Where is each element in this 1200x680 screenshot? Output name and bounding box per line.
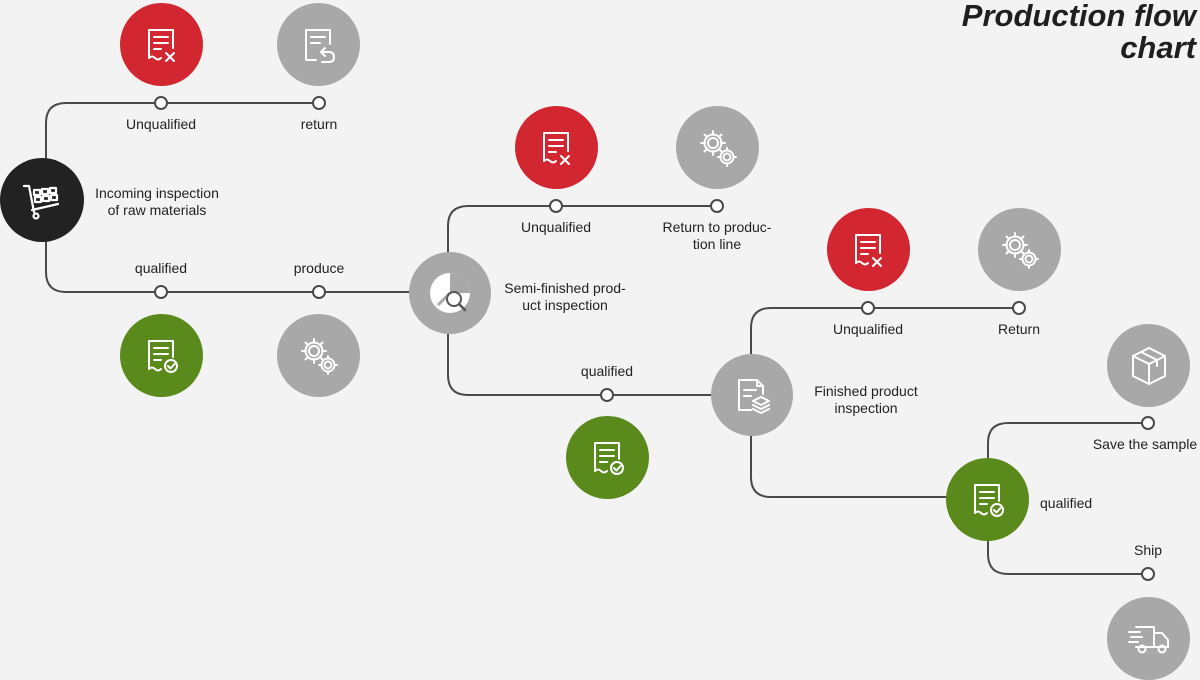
gears-icon [300,337,338,375]
save-sample-dot [1141,416,1155,430]
stage2-return-label-line1: Return to produc- [662,219,772,235]
stage3-return-label: Return [997,321,1041,337]
stage2-qualified-label: qualified [580,363,634,379]
page-title: Production flow chart [962,0,1196,64]
stage3-unqualified-branch [750,307,1020,354]
stage3-qualified-branch [750,435,948,498]
stage1-qualified-node [120,314,203,397]
semi-finished-inspection-node [409,252,491,334]
ship-node [1107,597,1190,680]
stage1-return-node [277,3,360,86]
stage1-return-dot [312,96,326,110]
save-sample-label: Save the sample [1092,436,1198,452]
stage3-return-node [978,208,1061,291]
delivery-truck-icon [1127,625,1169,653]
page-title-line1: Production flow [961,0,1196,33]
stage1-unqualified-branch [45,102,320,160]
stage2-unqualified-dot [549,199,563,213]
stage1-unqualified-dot [154,96,168,110]
stage1-produce-dot [312,285,326,299]
save-sample-node [1107,324,1190,407]
incoming-inspection-label-line1: Incoming inspection [95,185,219,201]
incoming-inspection-node [0,158,84,242]
document-reject-icon [542,131,570,165]
stage1-qualified-dot [154,285,168,299]
warehouse-cart-icon [22,184,60,220]
document-check-icon [593,441,624,475]
stage2-return-label: Return to produc- tion line [652,219,782,253]
stage1-qualified-label: qualified [134,260,188,276]
stage2-return-dot [710,199,724,213]
stage2-unqualified-label: Unqualified [520,219,592,235]
document-reject-icon [854,233,882,267]
document-check-icon [973,483,1004,517]
stage1-return-label: return [300,116,338,132]
incoming-inspection-label-line2: of raw materials [107,202,207,218]
stage2-return-node [676,106,759,189]
finished-product-inspection-label: Finished product inspection [802,383,930,417]
stage3-unqualified-dot [861,301,875,315]
page-title-line2: chart [1120,30,1196,65]
incoming-inspection-label: Incoming inspection of raw materials [88,185,226,219]
package-box-icon [1131,346,1166,385]
finished-product-label-line2: inspection [834,400,898,416]
stage2-unqualified-node [515,106,598,189]
stage2-qualified-branch [447,334,712,396]
semi-finished-label-line2: uct inspection [522,297,608,313]
ship-label: Ship [1133,542,1163,558]
stage2-qualified-node [566,416,649,499]
stage1-unqualified-label: Unqualified [125,116,197,132]
stage2-unqualified-branch [447,205,718,252]
stage1-produce-node [277,314,360,397]
document-return-icon [304,28,335,63]
ship-branch [987,537,1148,575]
document-reject-icon [147,28,175,62]
stage2-qualified-dot [600,388,614,402]
stage3-qualified-label: qualified [1040,495,1093,511]
stage3-return-dot [1012,301,1026,315]
document-check-icon [147,339,178,373]
semi-finished-label-line1: Semi-finished prod- [504,280,626,296]
stage3-unqualified-label: Unqualified [832,321,904,337]
ship-dot [1141,567,1155,581]
stage1-unqualified-node [120,3,203,86]
stage3-unqualified-node [827,208,910,291]
save-sample-branch [987,422,1148,458]
gears-icon [1001,231,1039,269]
wrench-search-icon [430,273,470,313]
finished-product-inspection-node [711,354,793,436]
stage1-produce-label: produce [293,260,345,276]
gears-icon [699,129,737,167]
stage2-return-label-line2: tion line [692,236,742,252]
stage3-qualified-node [946,458,1029,541]
finished-product-label-line1: Finished product [814,383,918,399]
stage1-qualified-branch [45,238,412,293]
document-layers-icon [738,379,770,414]
semi-finished-inspection-label: Semi-finished prod- uct inspection [497,280,633,314]
